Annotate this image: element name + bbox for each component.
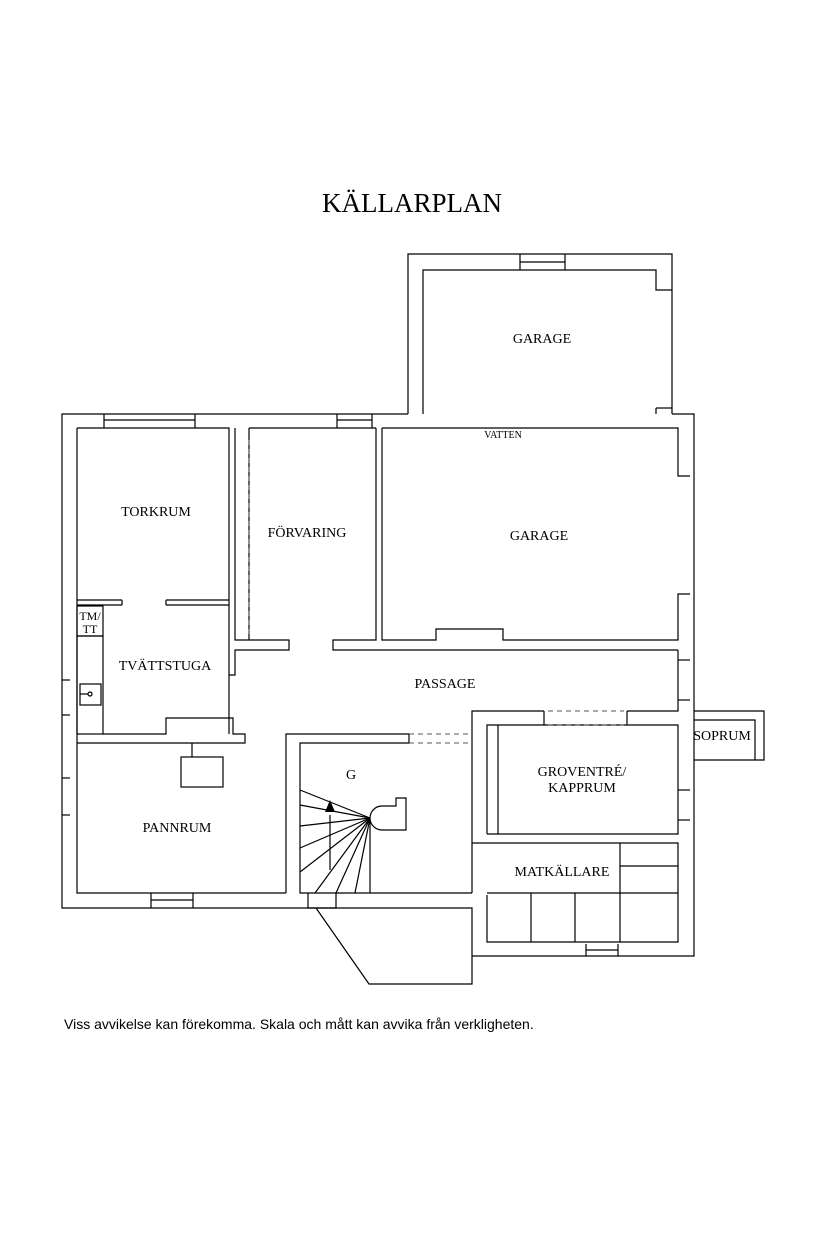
- room-label-garage-main: GARAGE: [510, 529, 568, 544]
- room-label-forvaring: FÖRVARING: [268, 524, 347, 541]
- room-label-pannrum: PANNRUM: [143, 821, 212, 836]
- dashed-lines: [248, 440, 624, 744]
- outer-walls: [61, 253, 695, 957]
- room-label-tm-line1: TM/: [79, 609, 101, 623]
- plan-title: KÄLLARPLAN: [322, 188, 502, 218]
- disclaimer-text: Viss avvikelse kan förekomma. Skala och …: [64, 1016, 534, 1032]
- room-label-tm-line2: TT: [83, 622, 98, 636]
- stair-arrow-icon: [325, 800, 335, 812]
- stair: [299, 789, 407, 894]
- room-label-g: G: [346, 768, 356, 783]
- room-label-garage-top: GARAGE: [513, 332, 571, 347]
- room-label-groventre-line1: GROVENTRÉ/: [538, 763, 627, 780]
- inner-walls: [76, 427, 765, 985]
- room-label-tvattstuga: TVÄTTSTUGA: [119, 657, 212, 674]
- room-label-soprum: SOPRUM: [693, 729, 751, 744]
- room-label-groventre-line2: KAPPRUM: [548, 781, 616, 796]
- room-label-passage: PASSAGE: [415, 677, 476, 692]
- room-label-vatten: VATTEN: [484, 430, 522, 441]
- room-label-matkallare: MATKÄLLARE: [515, 863, 610, 880]
- room-label-torkrum: TORKRUM: [121, 505, 191, 520]
